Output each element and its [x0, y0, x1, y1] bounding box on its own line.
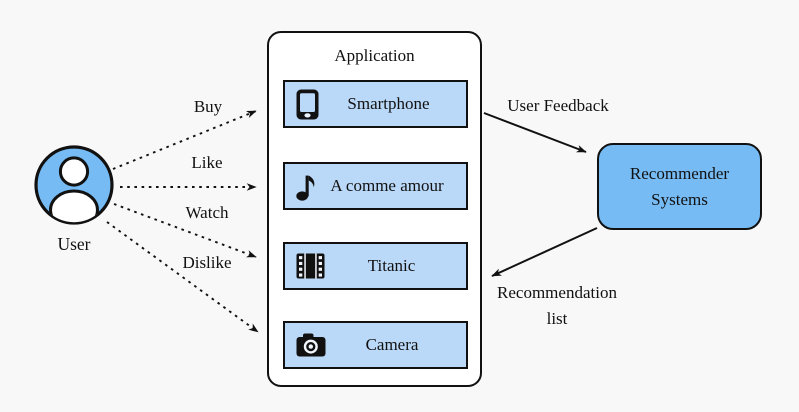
item-card-movie: Titanic: [283, 242, 468, 290]
like-label: Like: [191, 153, 223, 172]
music-note-icon: [296, 171, 316, 201]
item-card-camera: Camera: [283, 321, 468, 369]
dislike-label: Dislike: [182, 253, 232, 272]
recommendation-list-line2: list: [546, 309, 568, 328]
user-icon: [33, 145, 115, 230]
dislike-arrow: [106, 221, 259, 333]
item-card-song: A comme amour: [283, 162, 468, 210]
recommendation-arrow: [491, 227, 598, 277]
recommender-label-line2: Systems: [651, 189, 708, 209]
user-node: User: [33, 144, 115, 255]
film-icon: [296, 253, 325, 279]
recommendation-list-label: Recommendation list: [477, 280, 637, 332]
watch-label: Watch: [185, 203, 229, 222]
application-title: Application: [334, 46, 415, 65]
camera-icon: [296, 333, 326, 357]
item-label: Titanic: [367, 256, 416, 275]
item-card-smartphone: Smartphone: [283, 80, 468, 128]
user-label: User: [57, 234, 91, 254]
item-label: Camera: [365, 335, 419, 354]
recommender-systems-box: Recommender Systems: [597, 143, 762, 230]
tablet-icon: [296, 89, 319, 120]
recommender-label-line1: Recommender: [629, 163, 730, 183]
buy-label: Buy: [193, 97, 223, 116]
application-box: Application Smartphone A comme amour: [267, 31, 482, 387]
item-label: Smartphone: [347, 94, 430, 113]
user-feedback-label: User Feedback: [507, 96, 609, 115]
user-feedback-arrow: [483, 112, 587, 153]
item-label: A comme amour: [330, 176, 444, 195]
recommendation-list-line1: Recommendation: [497, 283, 617, 302]
